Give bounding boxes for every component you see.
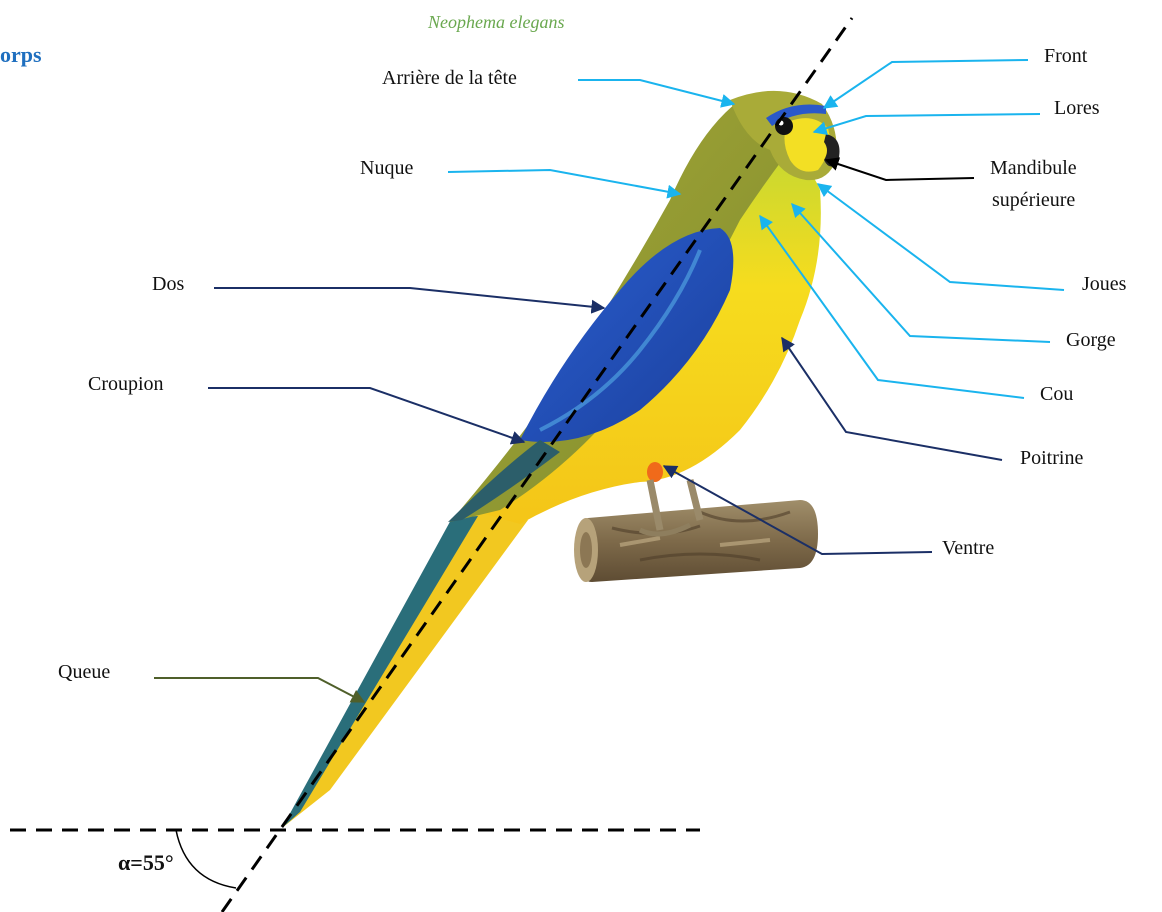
leader-front bbox=[824, 60, 1028, 108]
label-croupion: Croupion bbox=[88, 373, 164, 395]
parrot-illustration bbox=[282, 91, 840, 828]
angle-arc bbox=[176, 830, 236, 888]
leader-nuque bbox=[448, 170, 680, 194]
label-poitrine: Poitrine bbox=[1020, 447, 1083, 469]
leader-dos bbox=[214, 288, 604, 308]
label-front: Front bbox=[1044, 45, 1088, 67]
label-joues: Joues bbox=[1082, 273, 1127, 295]
label-queue: Queue bbox=[58, 661, 110, 683]
label-nuque: Nuque bbox=[360, 157, 413, 179]
label-dos: Dos bbox=[152, 273, 184, 295]
section-title: orps bbox=[0, 42, 42, 67]
leader-arriere-tete bbox=[578, 80, 734, 104]
leader-queue bbox=[154, 678, 364, 702]
angle-label: α=55° bbox=[118, 850, 174, 875]
label-mandibule-line1: Mandibule bbox=[990, 157, 1077, 179]
leader-poitrine bbox=[782, 338, 1002, 460]
label-arriere-tete: Arrière de la tête bbox=[382, 67, 517, 89]
label-ventre: Ventre bbox=[942, 537, 994, 559]
leader-croupion bbox=[208, 388, 524, 442]
leader-mandibule bbox=[826, 160, 974, 180]
leader-gorge bbox=[792, 204, 1050, 342]
leader-lores bbox=[814, 114, 1040, 132]
species-name: Neophema elegans bbox=[427, 12, 564, 32]
label-mandibule-line2: supérieure bbox=[992, 189, 1075, 211]
label-gorge: Gorge bbox=[1066, 329, 1116, 351]
label-lores: Lores bbox=[1054, 97, 1100, 119]
label-cou: Cou bbox=[1040, 383, 1073, 405]
